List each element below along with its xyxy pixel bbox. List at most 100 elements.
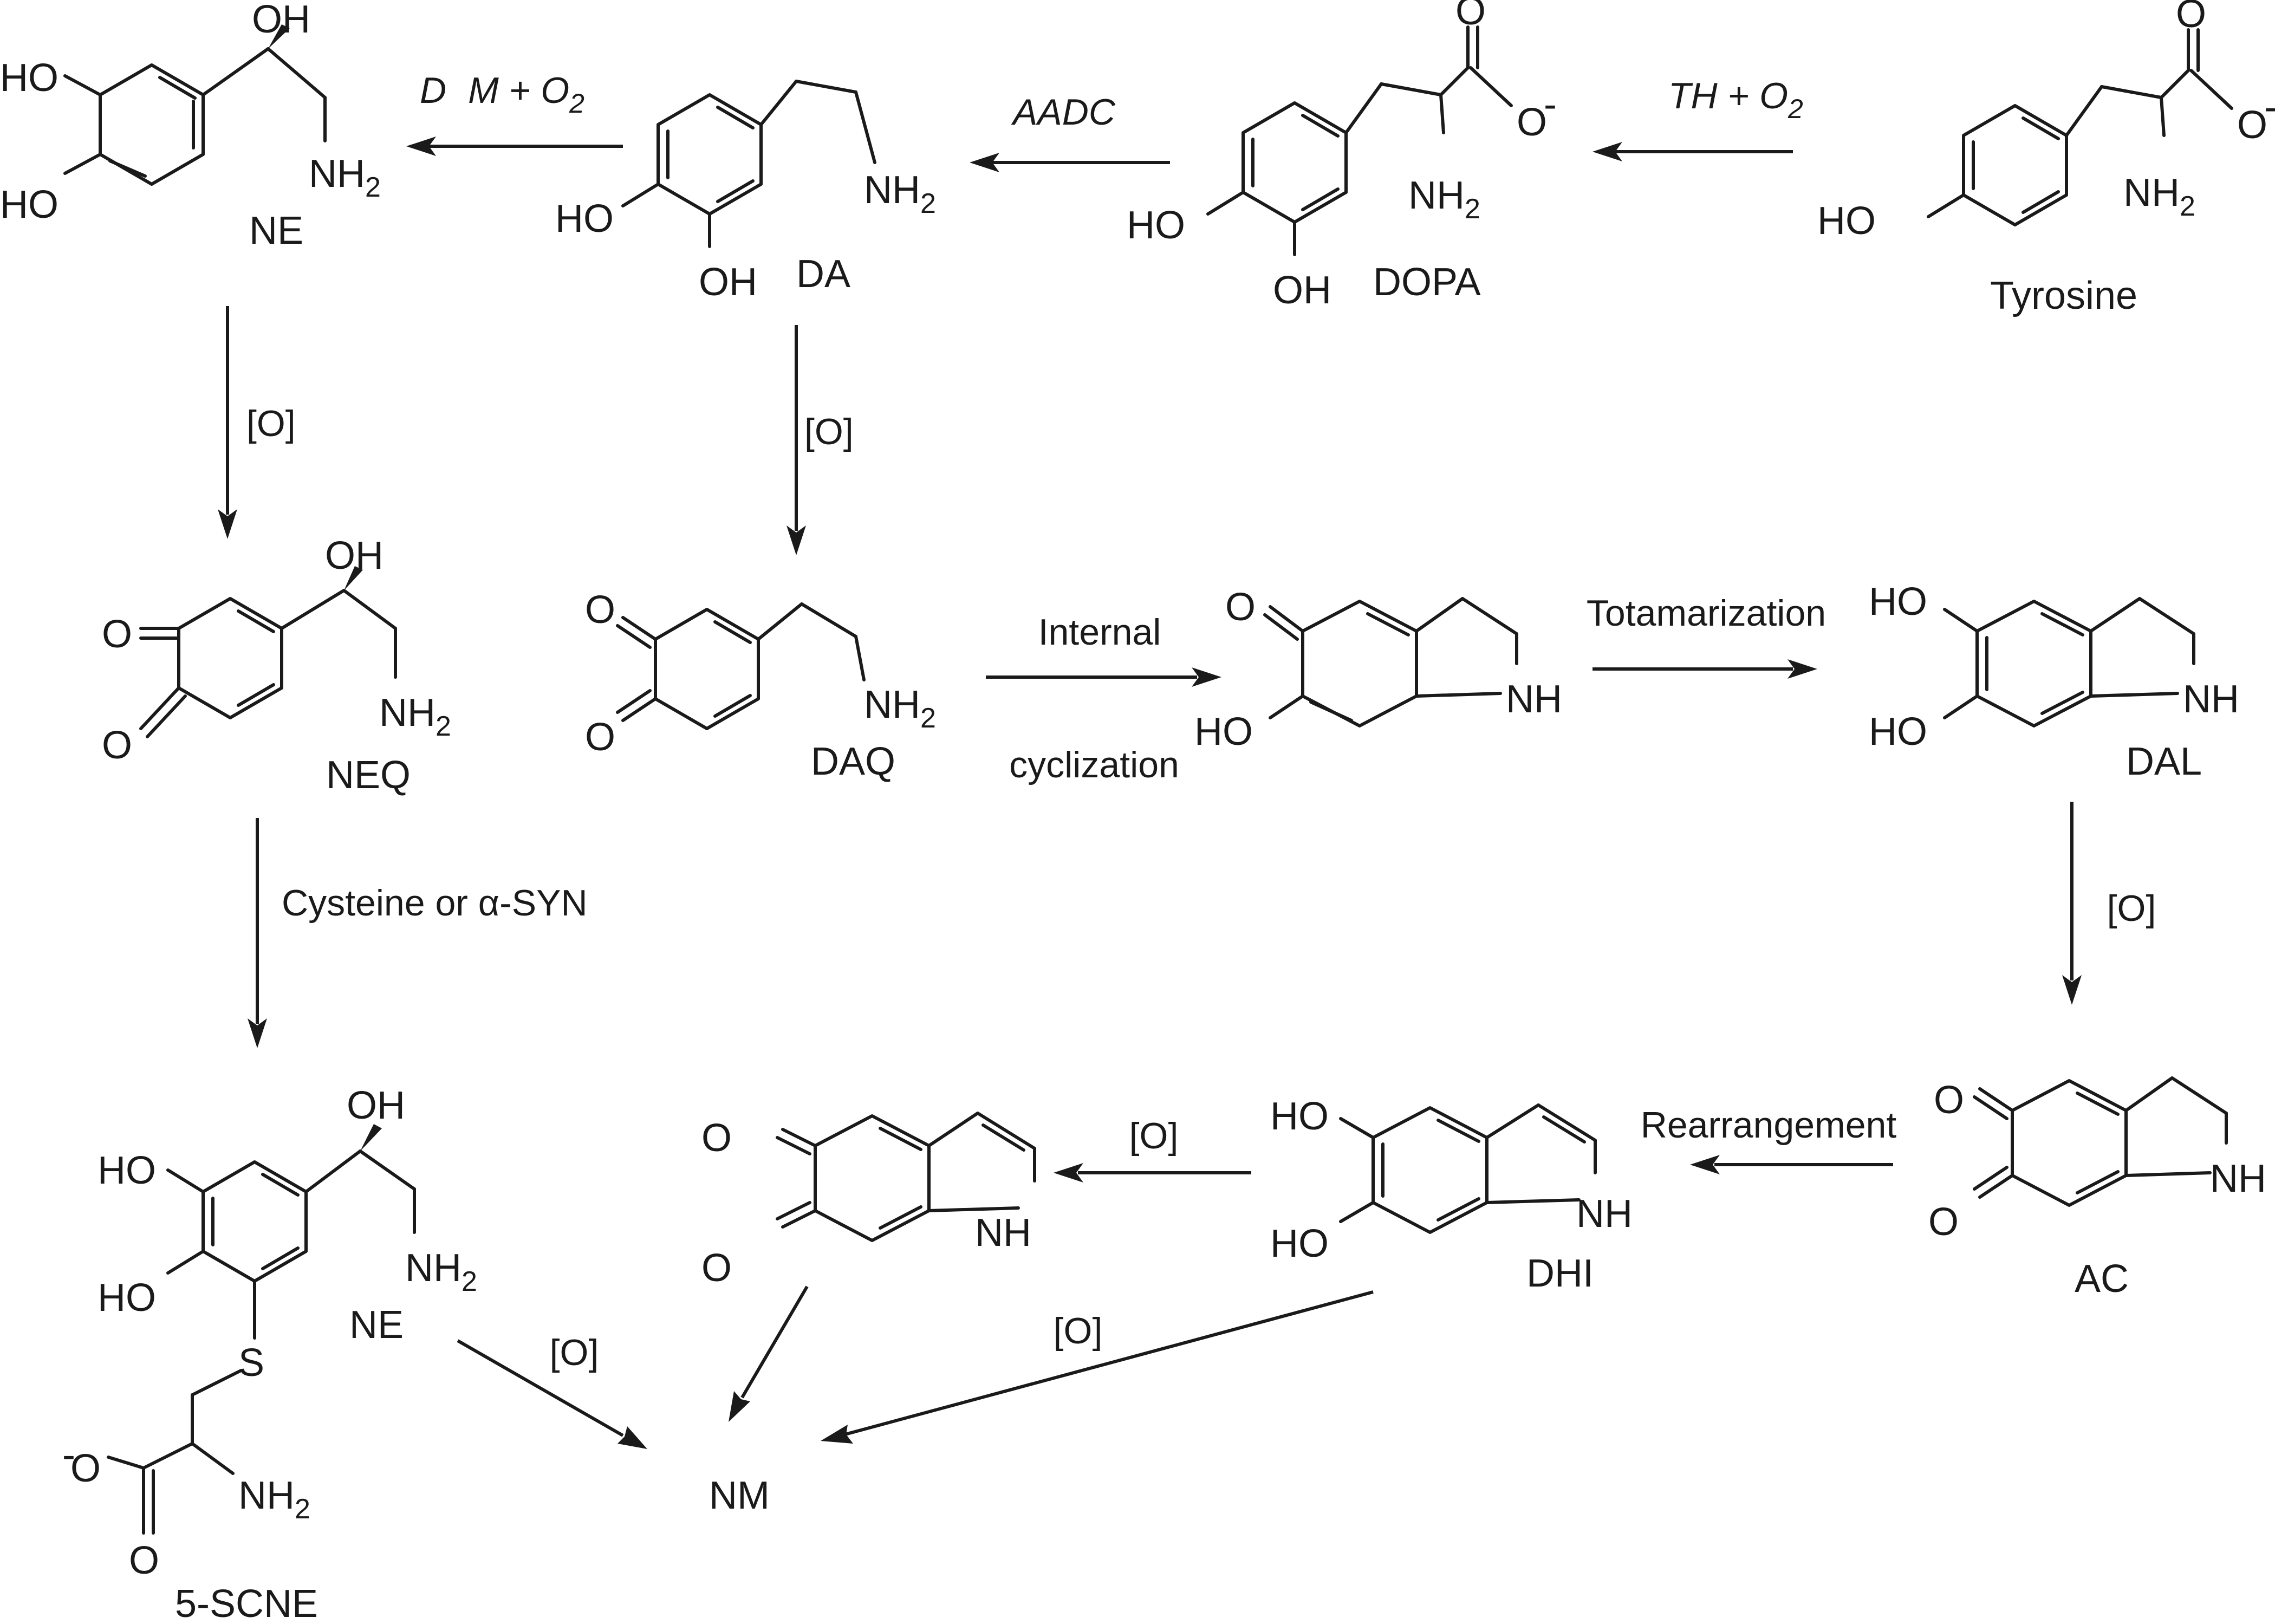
arrow-ac-to-dhi xyxy=(1690,1155,1893,1174)
arrow-indolequinone-to-nm xyxy=(729,1285,809,1422)
5scne-carboxylate-o: O xyxy=(70,1447,101,1490)
5scne-charge: - xyxy=(62,1433,75,1477)
dopamine-hydroxyl-3: OH xyxy=(699,261,757,304)
daq-carbonyl-o-2: O xyxy=(585,716,615,759)
da-oxidation-condition: [O] xyxy=(804,411,854,452)
arrow-da-to-daq xyxy=(786,325,806,555)
5scne-amine: NH2 xyxy=(405,1246,477,1297)
ne-oxidation-condition: [O] xyxy=(246,403,296,444)
arrow-da-to-ne xyxy=(406,137,623,156)
5scne-hydroxyl-beta: OH xyxy=(347,1084,405,1127)
dopa-hydroxyl-4: HO xyxy=(1127,204,1185,247)
ne-hydroxyl-4: HO xyxy=(0,183,58,226)
dal-nh: NH xyxy=(2183,678,2239,721)
daq-amine: NH2 xyxy=(864,683,936,734)
5scne-carbonyl-o: O xyxy=(129,1539,159,1582)
5scne-oxidation-condition: [O] xyxy=(550,1332,599,1373)
ac-carbonyl-o-2: O xyxy=(1928,1200,1959,1244)
neq-carbonyl-o-2: O xyxy=(102,724,132,767)
5scne-label: 5-SCNE xyxy=(175,1582,318,1624)
internal-label: Internal xyxy=(1038,612,1161,653)
ac-nh: NH xyxy=(2210,1157,2266,1200)
indolequinone-nh: NH xyxy=(975,1211,1031,1255)
ne-label: NE xyxy=(249,209,303,252)
dopa-carbonyl-o: O xyxy=(1455,0,1486,33)
cyclized-hydroxyl: HO xyxy=(1194,710,1253,753)
norepinephrine-structure: OH NH2 HO HO NE xyxy=(0,0,381,252)
5-scne-structure: OH HO HO NH2 NE S - O O NH2 5-SCNE xyxy=(62,1084,477,1624)
ac-carbonyl-o-1: O xyxy=(1934,1079,1964,1122)
tyrosine-structure: O O - NH2 HO Tyrosine xyxy=(1817,0,2275,317)
cyclization-label: cyclization xyxy=(1009,744,1179,785)
dopamine-amine: NH2 xyxy=(864,168,936,219)
indolequinone-carbonyl-o-1: O xyxy=(701,1116,732,1160)
5scne-ne-label: NE xyxy=(349,1303,404,1347)
rearrangement-label: Rearrangement xyxy=(1641,1105,1897,1146)
daq-label: DAQ xyxy=(811,740,895,783)
dhi-oxidation-condition: [O] xyxy=(1129,1115,1179,1157)
dopa-label: DOPA xyxy=(1373,261,1481,304)
daq-carbonyl-o-1: O xyxy=(585,588,615,632)
dhi-label: DHI xyxy=(1526,1252,1594,1295)
ne-hydroxyl-beta: OH xyxy=(252,0,310,41)
dopa-charge: - xyxy=(1544,83,1557,126)
arrow-cyclized-to-dal xyxy=(1592,659,1817,679)
th-o2-condition: TH + O2 xyxy=(1668,75,1803,124)
aadc-condition: AADC xyxy=(1011,92,1116,133)
arrow-dhi-to-indolequinone xyxy=(1054,1163,1251,1183)
ne-hydroxyl-3: HO xyxy=(0,56,58,100)
dopamine-structure: NH2 HO OH DA xyxy=(555,80,936,304)
5scne-hydroxyl-4: HO xyxy=(98,1276,156,1320)
arrow-neq-to-5scne xyxy=(248,818,267,1048)
neq-label: NEQ xyxy=(326,753,411,797)
tyrosine-hydroxyl: HO xyxy=(1817,199,1876,243)
neq-amine: NH2 xyxy=(379,691,451,742)
tautomerization-label: Totamarization xyxy=(1587,593,1826,634)
indolequinone-carbonyl-o-2: O xyxy=(701,1246,732,1290)
dal-hydroxyl-6: HO xyxy=(1869,710,1927,753)
dhi-hydroxyl-5: HO xyxy=(1270,1095,1329,1138)
5scne-hydroxyl-3: HO xyxy=(98,1149,156,1192)
arrow-daq-to-cyclized xyxy=(986,667,1221,687)
dopa-hydroxyl-3: OH xyxy=(1273,269,1331,312)
dal-structure: HO HO NH DAL xyxy=(1869,580,2239,783)
arrow-dhi-to-nm xyxy=(821,1290,1374,1444)
daq-structure: O O NH2 DAQ xyxy=(585,588,936,783)
ac-label: AC xyxy=(2075,1257,2129,1301)
dopa-carboxylate-o: O xyxy=(1517,101,1547,144)
tyrosine-charge: - xyxy=(2264,86,2275,129)
tyrosine-carbonyl-o: O xyxy=(2176,0,2206,36)
dopamine-label: DA xyxy=(796,252,850,296)
cyclized-carbonyl-o: O xyxy=(1225,586,1256,629)
tyrosine-amine: NH2 xyxy=(2123,171,2195,222)
indolequinone-structure: O O NH xyxy=(701,1112,1036,1290)
arrow-5scne-to-nm xyxy=(457,1339,647,1449)
tyrosine-label: Tyrosine xyxy=(1990,274,2137,317)
dhi-hydroxyl-6: HO xyxy=(1270,1222,1329,1265)
arrow-ne-to-neq xyxy=(218,306,237,539)
ne-amine: NH2 xyxy=(309,152,381,203)
arrow-tyrosine-to-dopa xyxy=(1592,142,1793,161)
dhi-to-nm-oxidation-condition: [O] xyxy=(1054,1310,1103,1352)
arrow-dopa-to-da xyxy=(970,153,1170,172)
dhi-structure: HO HO NH DHI xyxy=(1270,1095,1633,1295)
dal-label: DAL xyxy=(2126,740,2202,783)
cysteine-syn-condition: Cysteine or α-SYN xyxy=(282,882,588,924)
dal-oxidation-condition: [O] xyxy=(2107,888,2156,929)
neq-hydroxyl: OH xyxy=(325,534,384,577)
5scne-sulfur: S xyxy=(238,1341,264,1385)
cyclized-intermediate-structure: O HO NH xyxy=(1194,586,1562,753)
cyclized-nh: NH xyxy=(1506,678,1562,721)
dhi-nh: NH xyxy=(1576,1192,1633,1236)
dal-hydroxyl-5: HO xyxy=(1869,580,1927,623)
5scne-amine-cys: NH2 xyxy=(238,1474,310,1525)
arrow-dal-to-ac xyxy=(2062,802,2082,1005)
tyrosine-carboxylate-o: O xyxy=(2237,103,2267,147)
dopa-amine: NH2 xyxy=(1408,174,1480,225)
neq-carbonyl-o-1: O xyxy=(102,613,132,656)
ac-structure: O O NH AC xyxy=(1928,1076,2266,1301)
dopa-structure: O O - NH2 HO OH DOPA xyxy=(1127,0,1557,312)
neq-structure: OH O O NH2 NEQ xyxy=(102,534,451,797)
